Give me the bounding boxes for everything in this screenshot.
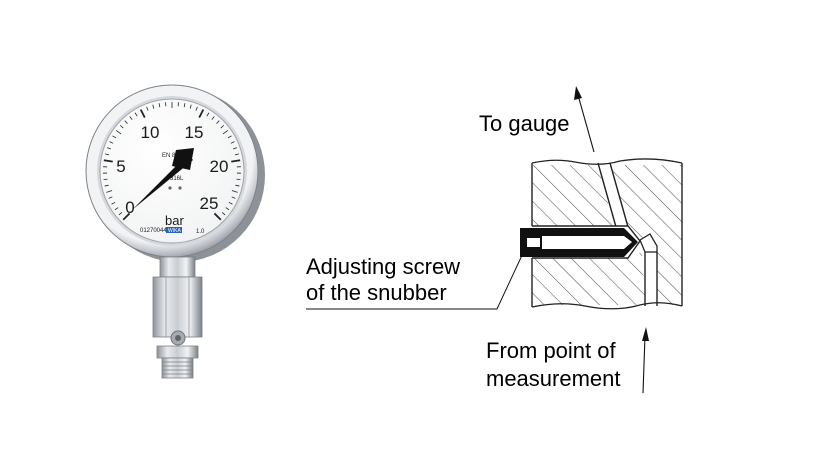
scale-label-5: 5 (116, 157, 125, 176)
gauge-socket (160, 257, 195, 277)
pressure-gauge: 0 5 10 15 20 25 EN 837 316L bar 01270044… (86, 85, 265, 378)
gauge-thread-collar (157, 346, 198, 358)
accuracy-class: 1.0 (196, 229, 205, 235)
gauge-thread (162, 358, 193, 378)
scale-label-25: 25 (200, 194, 219, 213)
scale-label-0: 0 (125, 198, 134, 217)
brand-text: WIKA (168, 228, 181, 234)
dial-dot (168, 186, 171, 189)
section-break-top (532, 159, 682, 164)
dial-tick (104, 179, 108, 180)
dial-dot (178, 186, 181, 189)
label-of-the-snubber: of the snubber (306, 279, 447, 306)
dial-tick (236, 179, 240, 180)
label-measurement: measurement (486, 365, 621, 392)
arrow-from-measurement (642, 327, 649, 393)
gauge-hex-body (153, 277, 202, 337)
label-to-gauge: To gauge (479, 110, 570, 137)
arrow-to-gauge (574, 86, 594, 152)
label-from-point: From point of (486, 337, 616, 364)
scale-label-15: 15 (185, 123, 204, 142)
scale-label-10: 10 (141, 123, 160, 142)
serial-mark: 01270044 (140, 228, 167, 234)
label-adjusting-screw: Adjusting screw (306, 253, 460, 280)
unit-label: bar (165, 213, 184, 228)
scale-label-20: 20 (210, 157, 229, 176)
